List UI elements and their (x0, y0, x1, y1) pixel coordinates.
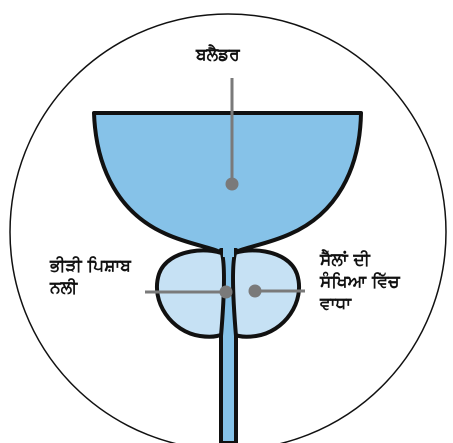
urethra-seam (223, 243, 234, 257)
cell-increase-label: ਸੈੱਲਾਂ ਦੀ ਸੰਖਿਆ ਵਿੱਚ ਵਾਧਾ (320, 249, 400, 315)
bladder-pointer-dot (226, 178, 239, 191)
bladder-label: ਬਲੈਡਰ (196, 44, 240, 66)
bladder-label-text: ਬਲੈਡਰ (196, 45, 240, 65)
narrowed-urethra-label: ਭੀੜੀ ਪਿਸ਼ਾਬ ਨਲੀ (50, 255, 131, 299)
cells-pointer-dot (249, 285, 262, 298)
cell-increase-label-line3: ਵਾਧਾ (320, 293, 400, 315)
narrowed-urethra-label-line2: ਨਲੀ (50, 277, 131, 299)
narrowed-urethra-label-line1: ਭੀੜੀ ਪਿਸ਼ਾਬ (50, 255, 131, 277)
cell-increase-label-line2: ਸੰਖਿਆ ਵਿੱਚ (320, 271, 400, 293)
urethra-pointer-dot (220, 286, 233, 299)
cell-increase-label-line1: ਸੈੱਲਾਂ ਦੀ (320, 249, 400, 271)
urethra (221, 250, 236, 443)
